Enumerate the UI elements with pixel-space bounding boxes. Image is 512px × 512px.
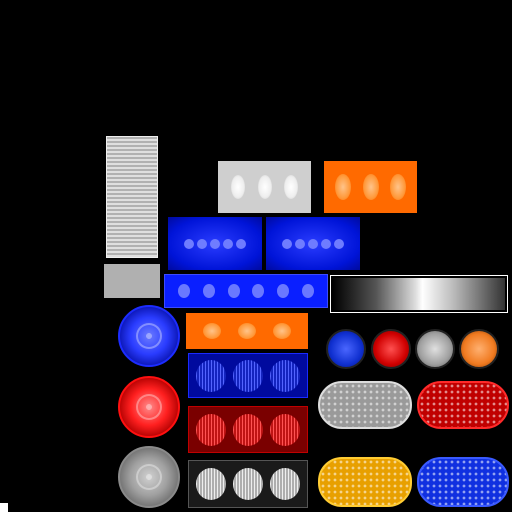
white-triple-reflector-bar	[188, 460, 308, 508]
red-reflector	[270, 413, 300, 446]
red-oval-lightbar	[417, 381, 509, 429]
blue-oval-lightbar	[417, 457, 509, 507]
round-beacon-led-icon	[136, 394, 162, 420]
orange-lens	[362, 174, 379, 200]
orange-lens	[273, 323, 291, 339]
blue-five-lens-panel-right	[266, 217, 360, 270]
blue-lens	[177, 284, 190, 298]
chrome-gradient-bar	[330, 275, 508, 313]
white-oval-lightbar	[318, 381, 412, 429]
white-reflector	[233, 468, 263, 500]
red-reflector	[196, 413, 226, 446]
red-round-beacon	[118, 376, 180, 438]
blue-triple-reflector-bar	[188, 353, 308, 398]
blue-lens	[184, 238, 194, 249]
blue-lens	[277, 284, 290, 298]
white-lens	[230, 175, 245, 199]
red-small-round-light	[371, 329, 411, 369]
orange-lens	[389, 174, 406, 200]
blue-round-beacon	[118, 305, 180, 367]
gray-swatch	[104, 264, 160, 298]
orange-three-lens-panel	[324, 161, 417, 213]
blue-lens	[223, 238, 233, 249]
blue-lens	[210, 238, 220, 249]
blue-reflector	[270, 359, 300, 392]
blue-lens	[308, 238, 318, 249]
blue-lens	[202, 284, 215, 298]
blue-lens	[295, 238, 305, 249]
blue-lens	[321, 238, 331, 249]
white-lens	[284, 175, 299, 199]
white-reflector	[196, 468, 226, 500]
ribbed-white-strip	[106, 136, 158, 258]
blue-reflector	[196, 359, 226, 392]
blue-lens	[227, 284, 240, 298]
white-corner-mark	[0, 503, 8, 512]
blue-lens	[334, 238, 344, 249]
gray-round-beacon	[118, 446, 180, 508]
blue-lens	[197, 238, 207, 249]
orange-three-lens-panel-small	[186, 313, 308, 349]
orange-lens	[238, 323, 256, 339]
blue-small-round-light	[326, 329, 366, 369]
round-beacon-led-icon	[136, 323, 162, 349]
orange-small-round-light	[459, 329, 499, 369]
orange-lens	[335, 174, 352, 200]
gray-small-round-light	[415, 329, 455, 369]
blue-lens	[236, 238, 246, 249]
blue-lens	[252, 284, 265, 298]
blue-five-lens-panel-left	[168, 217, 262, 270]
red-triple-reflector-bar	[188, 406, 308, 453]
blue-six-lens-bar	[164, 274, 328, 308]
orange-lens	[203, 323, 221, 339]
amber-oval-lightbar	[318, 457, 412, 507]
blue-reflector	[233, 359, 263, 392]
red-reflector	[233, 413, 263, 446]
white-reflector	[270, 468, 300, 500]
round-beacon-led-icon	[136, 464, 162, 490]
blue-lens	[302, 284, 315, 298]
white-three-lens-panel	[218, 161, 311, 213]
chrome-gradient-fill	[333, 278, 505, 310]
white-lens	[257, 175, 272, 199]
blue-lens	[282, 238, 292, 249]
